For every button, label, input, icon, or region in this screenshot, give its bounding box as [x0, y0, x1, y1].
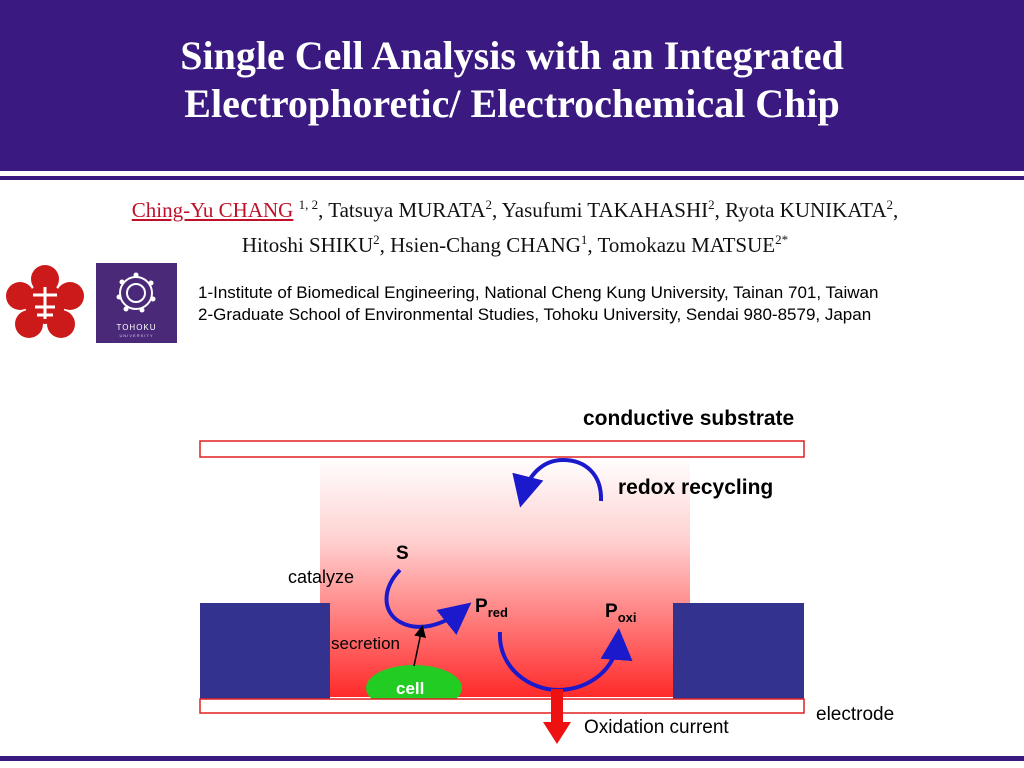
oxidation-current-label: Oxidation current [584, 717, 729, 738]
presenting-author: Ching-Yu CHANG [131, 198, 294, 222]
current-arrow-shaft [551, 689, 563, 723]
title-line-1: Single Cell Analysis with an Integrated [180, 33, 844, 78]
author-affil-sup: 2* [775, 232, 789, 247]
electrode-label: electrode [816, 704, 895, 725]
substrate-s-label: S [396, 543, 409, 564]
affiliation-1: 1-Institute of Biomedical Engineering, N… [198, 283, 879, 302]
secretion-arrow [413, 625, 427, 667]
tohoku-logo-text: TOHOKU [116, 323, 157, 332]
redox-recycling-arrow [512, 457, 604, 508]
p-red-main: P [475, 596, 488, 617]
author-name: Ryota KUNIKATA [725, 198, 887, 222]
title-line-2: Electrophoretic/ Electrochemical Chip [184, 81, 840, 126]
p-oxi-main: P [605, 601, 618, 622]
left-wall [200, 603, 330, 699]
electrode [199, 698, 805, 714]
author-affil-sup: 2 [886, 197, 894, 212]
secretion-label: secretion [331, 634, 400, 653]
author-affil-sup: 1, 2 [298, 197, 319, 212]
author-line-2: Hitoshi SHIKU2, Hsien-Chang CHANG1, Tomo… [241, 232, 789, 257]
author-list: Ching-Yu CHANG 1, 2, Tatsuya MURATA2, Ya… [40, 190, 990, 260]
affiliation-2: 2-Graduate School of Environmental Studi… [198, 305, 872, 324]
p-oxi-label: Poxi [605, 601, 636, 625]
p-oxi-sub: oxi [617, 609, 637, 625]
header-divider [0, 176, 1024, 180]
footer-divider [0, 756, 1024, 761]
tohoku-emblem-icon [116, 272, 156, 313]
tohoku-logo: TOHOKU UNIVERSITY [96, 263, 177, 343]
chip-diagram: conductive substrate redox recycling S c… [0, 400, 1024, 768]
cell-label: cell [396, 679, 425, 698]
author-name: Tomokazu MATSUE [597, 233, 776, 257]
current-arrow-head [543, 722, 571, 744]
p-red-sub: red [487, 604, 508, 620]
tohoku-logo-subtext: UNIVERSITY [119, 333, 154, 338]
author-affil-sup: 2 [485, 197, 492, 212]
catalyze-arrow [384, 568, 472, 635]
title-banner: Single Cell Analysis with an Integrated … [0, 0, 1024, 171]
p-red-label: Pred [475, 596, 508, 620]
author-name: Hsien-Chang CHANG [390, 233, 581, 257]
slide-title: Single Cell Analysis with an Integrated … [0, 32, 1024, 128]
author-affil-sup: 2 [373, 232, 380, 247]
right-wall [673, 603, 804, 699]
author-name: Hitoshi SHIKU [241, 233, 374, 257]
ncku-logo [6, 265, 84, 338]
author-name: Yasufumi TAKAHASHI [501, 198, 709, 222]
conductive-substrate [199, 440, 805, 458]
author-name: Tatsuya MURATA [328, 198, 486, 222]
conductive-substrate-label: conductive substrate [583, 407, 795, 430]
author-line-1: Ching-Yu CHANG 1, 2, Tatsuya MURATA2, Ya… [131, 197, 899, 222]
affiliations: 1-Institute of Biomedical Engineering, N… [198, 282, 878, 326]
chip-schematic [199, 440, 805, 744]
author-affil-sup: 2 [708, 197, 715, 212]
catalyze-label: catalyze [288, 567, 355, 587]
author-affil-sup: 1 [580, 232, 588, 247]
redox-recycling-label: redox recycling [618, 476, 774, 499]
